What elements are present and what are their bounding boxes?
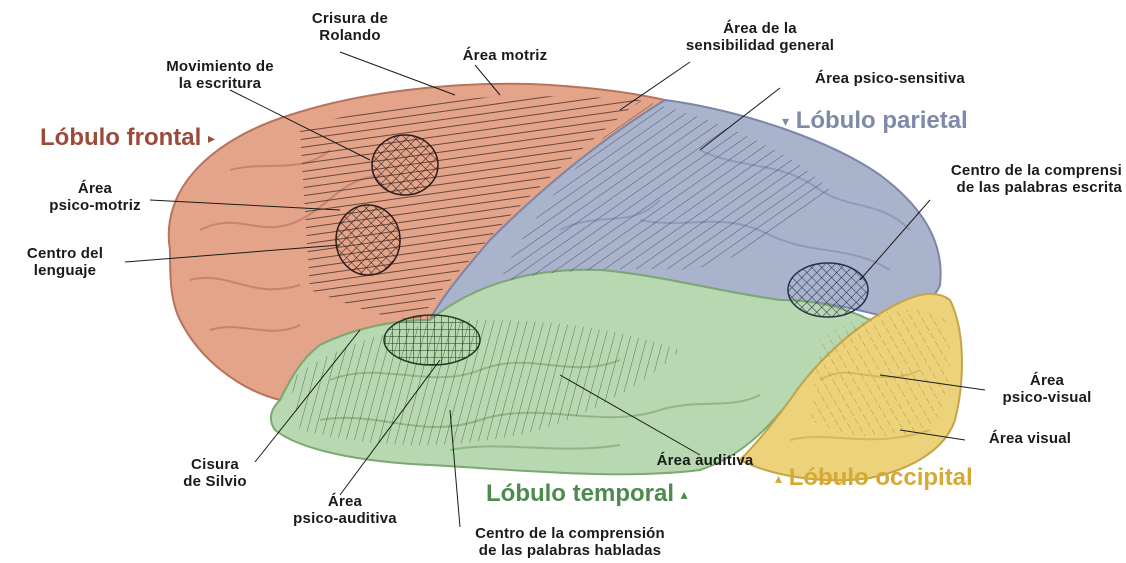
frontal-lobe-title: Lóbulo frontal ▸ bbox=[40, 124, 215, 152]
label-cisura-silvio: Cisura de Silvio bbox=[160, 456, 270, 490]
triangle-up-icon: ▴ bbox=[681, 486, 688, 502]
label-crisura-rolando: Crisura de Rolando bbox=[300, 10, 400, 44]
parietal-lobe-label: Lóbulo parietal bbox=[796, 107, 968, 134]
writing-center-grid bbox=[372, 135, 438, 195]
temporal-lobe-label: Lóbulo temporal bbox=[486, 480, 674, 507]
frontal-lobe-label: Lóbulo frontal bbox=[40, 124, 201, 151]
label-movimiento-escritura: Movimiento de la escritura bbox=[140, 58, 300, 92]
language-center-grid bbox=[336, 205, 400, 275]
occipital-lobe-title: ▴ Lóbulo occipital bbox=[775, 464, 973, 492]
label-centro-lenguaje: Centro del lenguaje bbox=[5, 245, 125, 279]
triangle-down-icon: ▾ bbox=[782, 113, 789, 129]
label-area-motriz: Área motriz bbox=[445, 47, 565, 64]
triangle-right-icon: ▸ bbox=[208, 130, 215, 146]
label-area-visual: Área visual bbox=[960, 430, 1100, 447]
written-words-center-grid bbox=[788, 263, 868, 317]
temporal-lobe-title: Lóbulo temporal ▴ bbox=[486, 480, 688, 508]
auditory-center-grid bbox=[384, 315, 480, 365]
triangle-up-icon: ▴ bbox=[775, 470, 782, 486]
occipital-lobe-label: Lóbulo occipital bbox=[789, 464, 973, 491]
parietal-lobe-title: ▾ Lóbulo parietal bbox=[782, 107, 968, 135]
label-comprension-escritas: Centro de la comprensi de las palabras e… bbox=[866, 162, 1122, 196]
label-psico-motriz: Área psico-motriz bbox=[40, 180, 150, 214]
label-psico-auditiva: Área psico-auditiva bbox=[270, 493, 420, 527]
label-sensibilidad-general: Área de la sensibilidad general bbox=[665, 20, 855, 54]
label-comprension-habladas: Centro de la comprensión de las palabras… bbox=[440, 525, 700, 559]
label-psico-visual: Área psico-visual bbox=[982, 372, 1112, 406]
label-psico-sensitiva: Área psico-sensitiva bbox=[780, 70, 1000, 87]
label-area-auditiva: Área auditiva bbox=[625, 452, 785, 469]
